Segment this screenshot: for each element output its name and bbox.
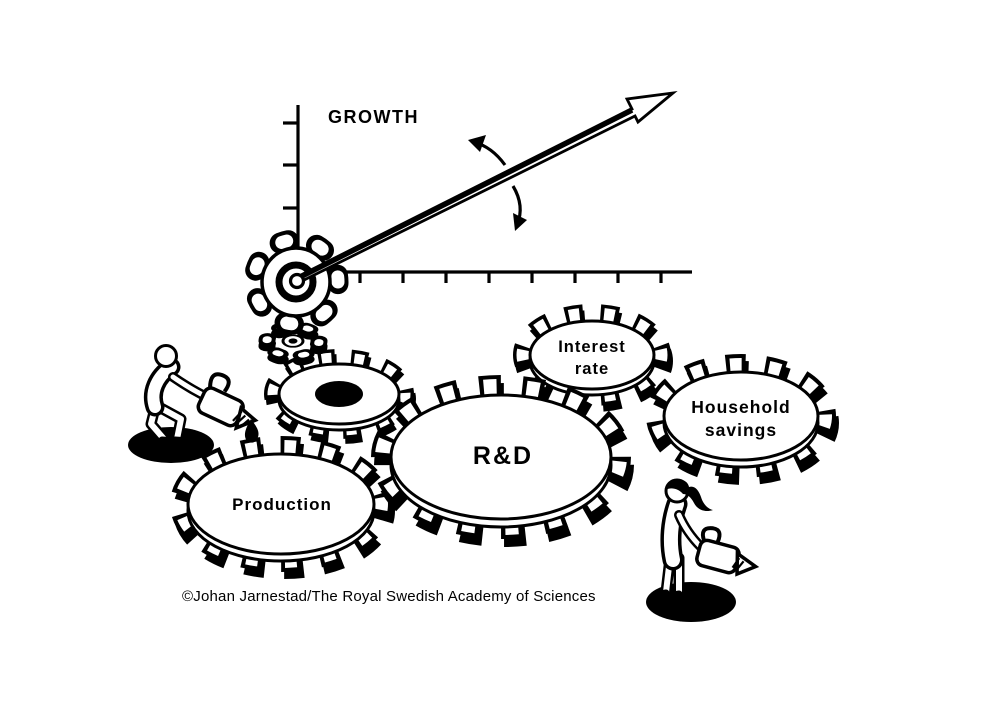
production-gear-label: Production bbox=[232, 495, 332, 514]
credit-line: ©Johan Jarnestad/The Royal Swedish Acade… bbox=[182, 588, 596, 605]
watering-can-right-icon bbox=[695, 526, 760, 577]
idler-gear-hub bbox=[315, 381, 363, 407]
rotation-arrow-down-icon bbox=[511, 185, 527, 231]
interest-rate-gear bbox=[513, 304, 673, 412]
rnd-gear-label: R&D bbox=[472, 442, 534, 470]
person-pouring-left bbox=[128, 344, 259, 463]
growth-arrow-icon bbox=[288, 90, 678, 290]
pivot-hole bbox=[288, 272, 306, 290]
interest-line1: Interest bbox=[558, 338, 626, 356]
production-gear bbox=[170, 436, 395, 579]
household-line2: savings bbox=[704, 420, 778, 440]
rotation-arrow-up-icon bbox=[468, 135, 507, 166]
ground-shadow bbox=[646, 582, 736, 622]
hair bbox=[665, 479, 713, 512]
rnd-gear bbox=[371, 375, 634, 547]
ground-shadow bbox=[128, 427, 214, 463]
household-line1: Household bbox=[691, 397, 791, 417]
idler-gear bbox=[264, 349, 416, 444]
household-savings-gear-label: Household savings bbox=[691, 396, 790, 442]
person-watering-right bbox=[646, 478, 760, 622]
water-drop-icon bbox=[244, 419, 259, 443]
head bbox=[154, 344, 178, 368]
interest-line2: rate bbox=[574, 360, 610, 378]
household-savings-gear bbox=[646, 354, 839, 485]
growth-axis-label: GROWTH bbox=[328, 107, 419, 127]
watering-can-left-icon bbox=[196, 372, 259, 431]
interest-rate-gear-label: Interest rate bbox=[558, 336, 626, 380]
growth-axis bbox=[283, 105, 692, 283]
